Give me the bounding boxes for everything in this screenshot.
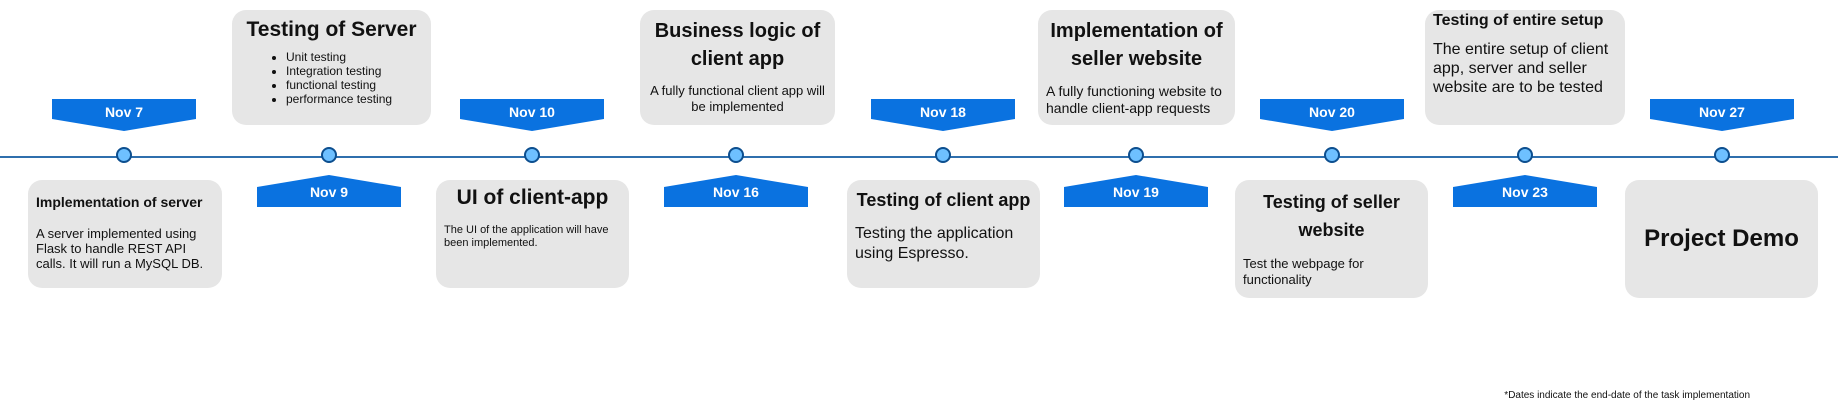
footnote: *Dates indicate the end-date of the task…	[1504, 390, 1750, 401]
task-card-entire-setup: Testing of entire setup The entire setup…	[1425, 10, 1625, 125]
date-label: Nov 16	[713, 184, 759, 200]
bullet-item: performance testing	[286, 92, 423, 106]
task-title: Implementation of seller website	[1050, 20, 1223, 70]
milestone-node	[1128, 147, 1144, 163]
date-marker: Nov 27	[1650, 99, 1794, 131]
task-card-testing-of-client-app: Testing of client app Testing the applic…	[847, 180, 1040, 288]
task-description: A fully functional client app will be im…	[650, 83, 825, 114]
bullet-item: Integration testing	[286, 64, 423, 78]
milestone-node	[1517, 147, 1533, 163]
task-description: Testing the application using Espresso.	[855, 225, 1014, 262]
date-marker: Nov 7	[52, 99, 196, 131]
timeline-axis	[0, 156, 1838, 158]
task-card-testing-of-seller-website: Testing of seller website Test the webpa…	[1235, 180, 1428, 298]
date-marker: Nov 16	[664, 175, 808, 207]
task-description: A fully functioning website to handle cl…	[1046, 83, 1222, 116]
task-title: Testing of Server	[246, 18, 417, 41]
task-card-implementation-of-server: Implementation of server A server implem…	[28, 180, 222, 288]
date-label: Nov 7	[104, 104, 144, 120]
task-card-business-logic: Business logic of client app A fully fun…	[640, 10, 835, 125]
milestone-node	[321, 147, 337, 163]
date-label: Nov 18	[920, 104, 966, 120]
marker-shape	[871, 99, 1015, 131]
marker-shape	[1650, 99, 1794, 131]
date-label: Nov 27	[1699, 104, 1745, 120]
date-label: Nov 23	[1502, 184, 1548, 200]
task-card-seller-website: Implementation of seller website A fully…	[1038, 10, 1235, 125]
task-card-ui-of-client-app: UI of client-app The UI of the applicati…	[436, 180, 629, 288]
marker-shape	[664, 175, 808, 207]
date-marker: Nov 18	[871, 99, 1015, 131]
marker-shape	[1064, 175, 1208, 207]
date-label: Nov 19	[1113, 184, 1159, 200]
task-title: Testing of seller website	[1263, 192, 1400, 240]
marker-shape	[257, 175, 401, 207]
task-description: The UI of the application will have been…	[444, 224, 609, 249]
milestone-node	[1324, 147, 1340, 163]
task-title: Project Demo	[1644, 225, 1799, 252]
milestone-node	[935, 147, 951, 163]
marker-shape	[1260, 99, 1404, 131]
bullet-item: functional testing	[286, 78, 423, 92]
marker-shape	[52, 99, 196, 131]
task-title: Business logic of client app	[654, 20, 821, 70]
date-marker: Nov 23	[1453, 175, 1597, 207]
milestone-node	[728, 147, 744, 163]
date-marker: Nov 9	[257, 175, 401, 207]
task-description: Test the webpage for functionality	[1243, 256, 1364, 287]
date-label: Nov 9	[309, 184, 349, 200]
task-title: Implementation of server	[36, 194, 203, 210]
task-card-testing-of-server: Testing of Server Unit testing Integrati…	[232, 10, 431, 125]
milestone-node	[1714, 147, 1730, 163]
task-title: Testing of client app	[856, 190, 1031, 210]
date-marker: Nov 10	[460, 99, 604, 131]
date-marker: Nov 20	[1260, 99, 1404, 131]
task-description: A server implemented using Flask to hand…	[36, 226, 204, 271]
marker-shape	[460, 99, 604, 131]
milestone-node	[524, 147, 540, 163]
date-marker: Nov 19	[1064, 175, 1208, 207]
task-bullets: Unit testing Integration testing functio…	[240, 50, 423, 106]
milestone-node	[116, 147, 132, 163]
marker-shape	[1453, 175, 1597, 207]
task-title: Testing of entire setup	[1433, 12, 1604, 29]
task-description: The entire setup of client app, server a…	[1433, 41, 1609, 96]
date-label: Nov 10	[509, 104, 555, 120]
date-label: Nov 20	[1309, 104, 1355, 120]
bullet-item: Unit testing	[286, 50, 423, 64]
task-card-project-demo: Project Demo	[1625, 180, 1818, 298]
task-title: UI of client-app	[456, 186, 609, 209]
